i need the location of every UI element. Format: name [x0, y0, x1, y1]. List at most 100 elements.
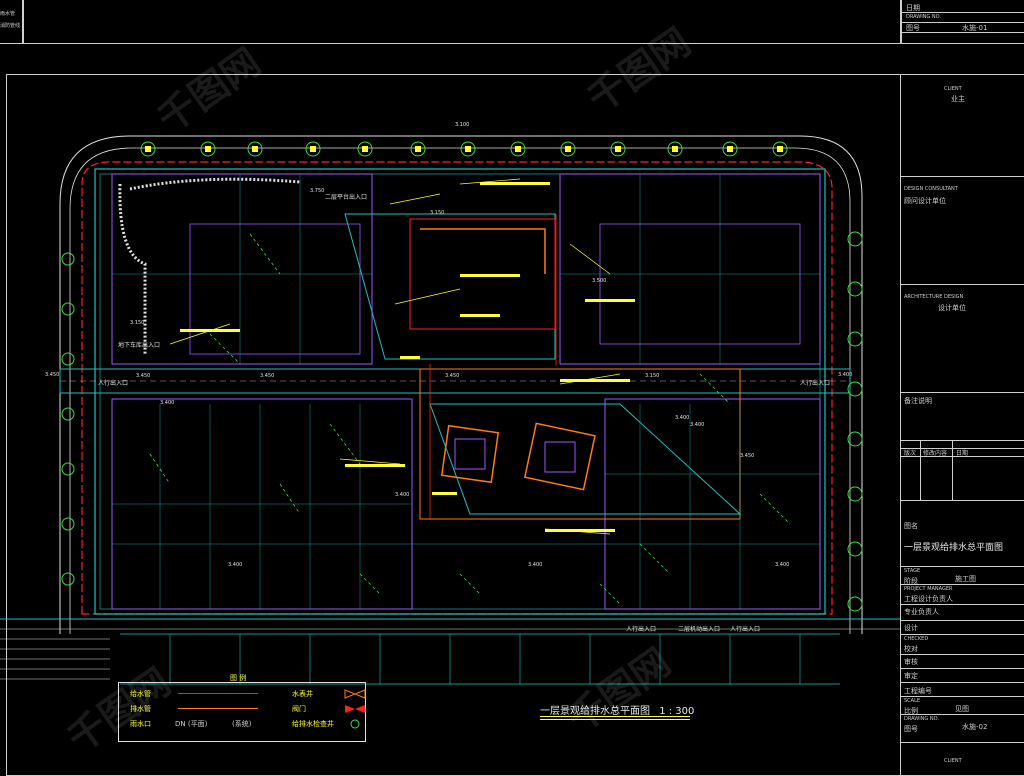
tb-rev-col-2: [952, 440, 953, 500]
elev-8: 3.450: [260, 373, 274, 379]
top-tb-line-3: [900, 32, 1024, 33]
elev-19: 3.400: [690, 422, 704, 428]
tb-arch-cn: 设计单位: [938, 304, 966, 312]
top-tb-line-2: [900, 22, 1024, 23]
tb-scale-cn: 比例: [904, 707, 918, 715]
legend-meter-pit: 水表井: [292, 690, 313, 698]
label-pedestrian-4: 人行出入口: [730, 625, 760, 633]
tb-line-p: [900, 696, 1024, 697]
caption-underline-2: [540, 719, 690, 720]
legend-drain-line: [178, 708, 258, 709]
tb-stage-value: 施工图: [955, 575, 976, 583]
tb-line-n: [900, 668, 1024, 669]
legend-symbols: [344, 689, 366, 729]
tb-client-en: CLIENT: [944, 86, 962, 92]
top-tb-line-1: [900, 12, 1024, 13]
tb-line-g: [900, 500, 1024, 501]
legend-manhole: 给排水检查井: [292, 720, 334, 728]
tb-drawing-no-value: 水施-02: [962, 723, 988, 731]
elev-9: 3.450: [445, 373, 459, 379]
top-left-label-1: 雨水管: [0, 11, 16, 17]
tb-approved: 审核: [904, 658, 918, 666]
tb-bottom-client: CLIENT: [944, 758, 962, 764]
title-block: [900, 74, 1024, 776]
legend-valve: 阀门: [292, 705, 306, 713]
elev-10: 3.150: [645, 373, 659, 379]
elev-6: 3.450: [45, 372, 59, 378]
tb-drawing-no-cn: 图号: [904, 725, 918, 733]
elev-16: 3.400: [228, 562, 242, 568]
legend-plane-note: DN (平面): [175, 720, 208, 728]
elev-4: 3.150: [130, 320, 144, 326]
elev-17: 3.400: [528, 562, 542, 568]
label-pedestrian-1: 人行出入口: [98, 379, 128, 387]
tb-discipline: 专业负责人: [904, 608, 939, 616]
plan-caption-title: 一层景观给排水总平面图: [540, 706, 650, 717]
legend-drain: 排水管: [130, 705, 151, 713]
tb-rev-h2: 修改内容: [923, 450, 948, 457]
top-sheet-frame: [22, 0, 902, 44]
top-sheet-left-box: [0, 0, 24, 44]
tb-line-e: [900, 448, 1024, 449]
elev-1: 3.100: [455, 122, 469, 128]
legend-box: [118, 682, 366, 742]
caption-underline: [540, 716, 690, 717]
tb-approved-2: 审定: [904, 672, 918, 680]
tb-line-l: [900, 634, 1024, 635]
tb-stage-cn: 阶段: [904, 577, 918, 585]
tb-checked-en: CHECKED: [904, 636, 929, 642]
label-pedestrian-3: 人行出入口: [626, 625, 656, 633]
tb-line-j: [900, 604, 1024, 605]
elev-14: 3.400: [675, 415, 689, 421]
tb-line-c: [900, 392, 1024, 393]
tb-line-b: [900, 284, 1024, 285]
label-vehicle-2f: 二层机动出入口: [678, 625, 720, 633]
legend-title: 图 例: [230, 674, 247, 682]
elev-18: 3.400: [775, 562, 789, 568]
plan-caption-scale: 1 : 300: [659, 706, 695, 717]
tb-consultant-cn: 顾问设计单位: [904, 197, 946, 205]
tb-drawing-title: 一层景观给排水总平面图: [904, 543, 1004, 553]
top-tuhao-value: 水施-01: [962, 24, 988, 32]
tb-rev-col-1: [920, 440, 921, 500]
top-drawing-no-label: DRAWING NO.: [906, 14, 941, 20]
tb-checked-cn: 校对: [904, 645, 918, 653]
elev-2: 3.750: [310, 188, 324, 194]
tb-line-q: [900, 714, 1024, 715]
tb-rev-h3: 日期: [956, 450, 969, 457]
tb-arch-en: ARCHITECTURE DESIGN: [904, 294, 964, 300]
tb-line-o: [900, 682, 1024, 683]
tb-consultant-en: DESIGN CONSULTANT: [904, 186, 958, 192]
tb-line-r: [900, 742, 1024, 743]
tb-client-cn: 业主: [951, 95, 965, 103]
tb-line-f: [900, 456, 1024, 457]
legend-water-supply: 给水管: [130, 690, 151, 698]
top-left-label-2: 消防管线: [0, 23, 21, 29]
tb-rev-h1: 版次: [904, 450, 917, 457]
tb-designer: 设计: [904, 624, 918, 632]
elev-15: 3.450: [740, 453, 754, 459]
tb-scale-en: SCALE: [904, 698, 921, 704]
site-plan-drawing: 3.100 3.750 3.150 3.150 3.500 3.450 3.45…: [0, 122, 900, 685]
legend-rain-inlet: 雨水口: [130, 720, 151, 728]
tb-line-i: [900, 584, 1024, 585]
label-2f-platform: 二层平台出入口: [325, 193, 367, 201]
plan-caption: 一层景观给排水总平面图 1 : 300: [540, 702, 694, 717]
legend-water-line: [178, 693, 258, 694]
tb-drawing-title-label: 图名: [904, 522, 918, 530]
tb-pm-label: PROJECT MANAGER: [904, 586, 953, 592]
tb-line-m: [900, 654, 1024, 655]
tb-line-d: [900, 440, 1024, 441]
tb-drawing-no-en: DRAWING NO.: [904, 716, 939, 722]
tb-line-h: [900, 566, 1024, 567]
legend-system-note: (系统): [232, 720, 252, 728]
elev-12: 3.400: [160, 400, 174, 406]
label-garage: 地下车库出入口: [118, 341, 160, 349]
label-pedestrian-2: 人行出入口: [800, 379, 830, 387]
tb-scale-value: 见图: [955, 705, 969, 713]
tb-project-no: 工程编号: [904, 687, 932, 695]
elev-13: 3.400: [395, 492, 409, 498]
elev-5: 3.500: [592, 278, 606, 284]
top-tuhao-label: 图号: [906, 24, 920, 32]
tb-pm-cn: 工程设计负责人: [904, 595, 953, 603]
